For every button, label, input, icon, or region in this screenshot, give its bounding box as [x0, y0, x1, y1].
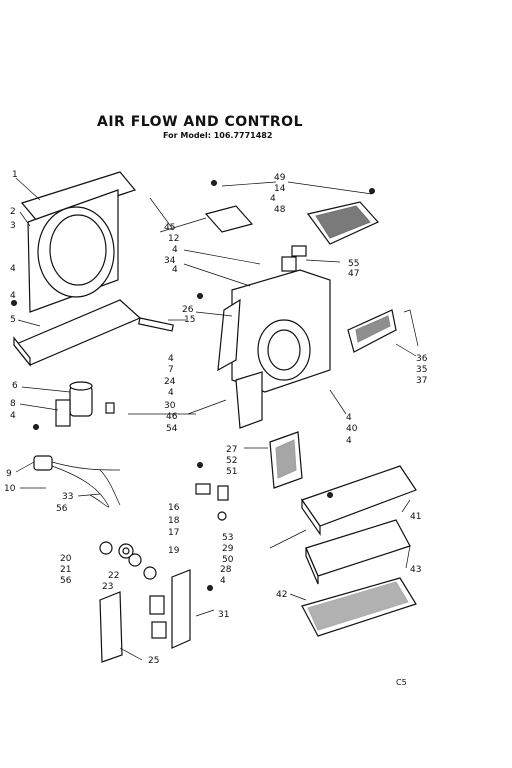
- callout-9: 9: [6, 469, 12, 479]
- callout-25: 25: [148, 656, 159, 666]
- capacitor: [55, 381, 115, 427]
- callout-47: 47: [348, 269, 359, 279]
- mounting-hardware: [195, 483, 229, 521]
- callout-26: 26: [182, 305, 194, 315]
- model-number: For Model: 106.7771482: [163, 131, 273, 140]
- callout-41: 41: [410, 512, 421, 522]
- callout-36: 36: [416, 354, 428, 364]
- page-code: C5: [396, 678, 407, 687]
- callout-42: 42: [276, 590, 287, 600]
- callout-55: 55: [348, 259, 359, 269]
- callout-46: 46: [166, 412, 178, 422]
- callout-4: 4: [10, 264, 16, 274]
- callout-45: 45: [164, 223, 175, 233]
- callout-24: 24: [164, 377, 176, 387]
- base-pan: [13, 299, 174, 367]
- callout-8: 8: [10, 399, 16, 409]
- callout-28: 28: [220, 565, 232, 575]
- louver-assembly: [347, 309, 419, 353]
- diagram-title: AIR FLOW AND CONTROL: [97, 114, 303, 130]
- callout-56: 56: [56, 504, 68, 514]
- callout-12: 12: [168, 234, 179, 244]
- callout-34: 34: [164, 256, 176, 266]
- callout-52: 52: [226, 456, 237, 466]
- control-bracket: [99, 569, 191, 663]
- blower-housing: [217, 269, 331, 429]
- callout-50: 50: [222, 555, 234, 565]
- callout-4: 4: [10, 411, 16, 421]
- callout-31: 31: [218, 610, 229, 620]
- callout-51: 51: [226, 467, 237, 477]
- callout-35: 35: [416, 365, 427, 375]
- screws: [11, 180, 375, 591]
- callout-49: 49: [274, 173, 286, 183]
- callout-14: 14: [274, 184, 286, 194]
- callout-37: 37: [416, 376, 427, 386]
- bottom-filter: [301, 577, 417, 637]
- callout-19: 19: [168, 546, 180, 556]
- callout-18: 18: [168, 516, 180, 526]
- callout-20: 20: [60, 554, 72, 564]
- thermostat: [269, 431, 303, 489]
- callout-4: 4: [172, 265, 178, 275]
- callout-22: 22: [108, 571, 119, 581]
- callout-4: 4: [270, 194, 276, 204]
- wire-harness: [33, 455, 121, 508]
- callout-21: 21: [60, 565, 71, 575]
- callout-labels: 1 2 3 4 4 5 6 8 4 9 10 33 56 20 21 56 22…: [4, 170, 428, 666]
- upper-brackets: [204, 205, 307, 272]
- filter-frame: [305, 519, 411, 585]
- leader-lines: [15, 177, 417, 661]
- callout-30: 30: [164, 401, 176, 411]
- callout-4: 4: [346, 436, 352, 446]
- callout-6: 6: [12, 381, 18, 391]
- callout-4: 4: [220, 576, 226, 586]
- callout-4: 4: [168, 388, 174, 398]
- callout-4: 4: [172, 245, 178, 255]
- front-panel: [20, 171, 137, 313]
- control-knobs: [99, 541, 157, 580]
- callout-3: 3: [10, 221, 16, 231]
- callout-53: 53: [222, 533, 233, 543]
- callout-48: 48: [274, 205, 286, 215]
- callout-43: 43: [410, 565, 421, 575]
- callout-1: 1: [12, 170, 18, 180]
- callout-27: 27: [226, 445, 237, 455]
- callout-56: 56: [60, 576, 72, 586]
- callout-15: 15: [184, 315, 195, 325]
- callout-17: 17: [168, 528, 179, 538]
- callout-33: 33: [62, 492, 73, 502]
- callout-16: 16: [168, 503, 180, 513]
- callout-23: 23: [102, 582, 113, 592]
- callout-29: 29: [222, 544, 234, 554]
- callout-2: 2: [10, 207, 16, 217]
- callout-5: 5: [10, 315, 16, 325]
- callout-54: 54: [166, 424, 178, 434]
- callout-7: 7: [168, 365, 174, 375]
- upper-filter: [306, 201, 379, 245]
- callout-4: 4: [168, 354, 174, 364]
- callout-4: 4: [346, 413, 352, 423]
- callout-10: 10: [4, 484, 16, 494]
- drain-pan: [301, 465, 417, 536]
- callout-40: 40: [346, 424, 358, 434]
- callout-4: 4: [10, 291, 16, 301]
